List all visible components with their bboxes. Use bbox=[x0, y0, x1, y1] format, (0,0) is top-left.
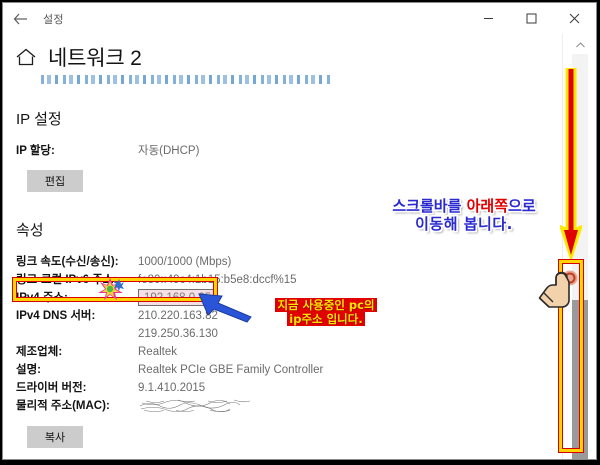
scroll-down-arrow-icon[interactable] bbox=[563, 440, 596, 458]
red-down-arrow-icon bbox=[558, 64, 584, 263]
annotation-line1-part1: 스크롤바를 bbox=[392, 197, 467, 215]
annotation-scrollbar-note: 스크롤바를 아래쪽으로 이동해 봅니다. bbox=[352, 197, 576, 233]
row-value: 1000/1000 (Mbps) bbox=[138, 256, 232, 268]
scrollbar-thumb[interactable] bbox=[572, 300, 588, 459]
properties-table: 링크 속도(수신/송신): 1000/1000 (Mbps) 링크-로컬 IPv… bbox=[16, 253, 323, 417]
table-row-mac: 물리적 주소(MAC): bbox=[16, 397, 323, 417]
edit-button[interactable]: 편집 bbox=[27, 170, 83, 192]
settings-content: 네트워크 2 IP 설정 IP 할당: 자동(DHCP) 편집 속성 링크 속도… bbox=[3, 34, 564, 459]
row-key: IP 할당: bbox=[16, 145, 55, 157]
table-row: IPv4 DNS 서버: 210.220.163.82 bbox=[16, 307, 323, 325]
row-key: 드라이버 버전: bbox=[16, 382, 87, 394]
page-title: 네트워크 2 bbox=[48, 47, 142, 70]
window-title: 설정 bbox=[43, 13, 64, 26]
row-key: 물리적 주소(MAC): bbox=[16, 400, 110, 412]
copy-button[interactable]: 복사 bbox=[27, 426, 83, 448]
hand-pointer-icon bbox=[537, 267, 581, 311]
row-key: 링크 속도(수신/송신): bbox=[16, 256, 119, 268]
section-title-ip-settings: IP 설정 bbox=[16, 111, 62, 128]
row-value: Realtek bbox=[138, 346, 177, 358]
table-row: 링크 속도(수신/송신): 1000/1000 (Mbps) bbox=[16, 253, 323, 271]
scroll-up-arrow-icon[interactable] bbox=[563, 36, 596, 54]
table-row: 설명: Realtek PCIe GBE Family Controller bbox=[16, 361, 323, 379]
row-key: IPv4 DNS 서버: bbox=[16, 310, 96, 322]
row-key: 설명: bbox=[16, 364, 41, 376]
annotation-line1-part3: 으로 bbox=[508, 197, 536, 215]
page-header: 네트워크 2 bbox=[3, 34, 564, 72]
annotation-ip-note: 지금 사용중인 pc의 ip주소 입니다. bbox=[236, 298, 416, 327]
table-row: 링크-로컬 IPv6 주소: fe80::49c4:1b15:b5e8:dccf… bbox=[16, 271, 323, 289]
redacted-subtitle bbox=[41, 75, 331, 84]
title-bar: 설정 bbox=[3, 3, 596, 34]
row-value: fe80::49c4:1b15:b5e8:dccf%15 bbox=[138, 274, 297, 286]
back-arrow-icon[interactable] bbox=[3, 3, 37, 34]
settings-window: 설정 bbox=[2, 2, 597, 460]
home-icon bbox=[15, 46, 37, 68]
table-row: 219.250.36.130 bbox=[16, 325, 323, 343]
annotation-line1-highlight: 아래쪽 bbox=[466, 197, 509, 215]
section-title-properties: 속성 bbox=[16, 222, 44, 239]
redacted-mac-address bbox=[138, 398, 258, 413]
ip-settings-table: IP 할당: 자동(DHCP) bbox=[16, 142, 199, 160]
table-row: 드라이버 버전: 9.1.410.2015 bbox=[16, 379, 323, 397]
blue-arrow-icon bbox=[196, 291, 252, 323]
table-row: 제조업체: Realtek bbox=[16, 343, 323, 361]
annotation-ip-line1: 지금 사용중인 pc의 bbox=[275, 298, 377, 312]
caption-button-group bbox=[467, 3, 596, 34]
annotation-line2: 이동해 봅니다. bbox=[415, 214, 513, 233]
close-button[interactable] bbox=[553, 3, 596, 34]
row-value: 219.250.36.130 bbox=[138, 328, 218, 340]
row-value: 9.1.410.2015 bbox=[138, 382, 206, 394]
table-row: IP 할당: 자동(DHCP) bbox=[16, 142, 199, 160]
starburst-icon bbox=[96, 277, 124, 301]
row-key: 제조업체: bbox=[16, 346, 63, 358]
maximize-button[interactable] bbox=[510, 3, 553, 34]
row-value: 자동(DHCP) bbox=[138, 145, 200, 157]
row-value: 210.220.163.82 bbox=[138, 310, 218, 322]
minimize-button[interactable] bbox=[467, 3, 510, 34]
annotation-ip-line2: ip주소 입니다. bbox=[287, 312, 365, 327]
row-key bbox=[16, 325, 138, 343]
row-value: Realtek PCIe GBE Family Controller bbox=[138, 364, 324, 376]
